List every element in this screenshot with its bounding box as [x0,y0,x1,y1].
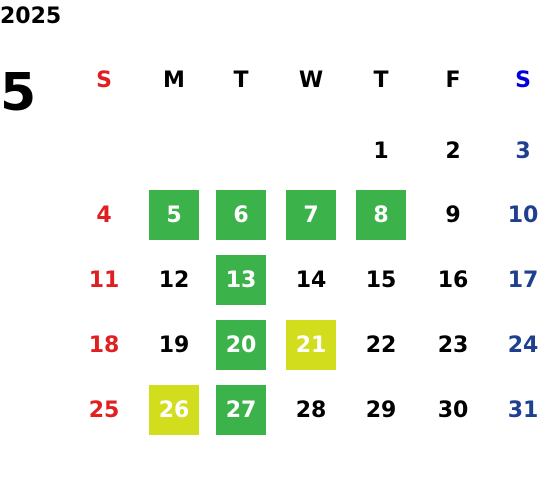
day-cell-6[interactable]: 6 [216,190,266,240]
day-cell-25[interactable]: 25 [88,397,120,423]
day-cell-29[interactable]: 29 [365,397,397,423]
year-label: 2025 [0,4,62,29]
weekday-header: S [515,67,531,93]
day-cell-19[interactable]: 19 [158,332,190,358]
day-cell-26[interactable]: 26 [149,385,199,435]
day-cell-4[interactable]: 4 [96,202,112,228]
day-cell-8[interactable]: 8 [356,190,406,240]
day-cell-12[interactable]: 12 [158,267,190,293]
month-number: 5 [0,63,37,123]
day-cell-22[interactable]: 22 [365,332,397,358]
day-cell-30[interactable]: 30 [437,397,469,423]
day-cell-23[interactable]: 23 [437,332,469,358]
day-cell-1[interactable]: 1 [373,138,389,164]
day-cell-3[interactable]: 3 [515,138,531,164]
day-cell-13[interactable]: 13 [216,255,266,305]
day-cell-27[interactable]: 27 [216,385,266,435]
day-cell-14[interactable]: 14 [295,267,327,293]
weekday-header: S [96,67,112,93]
day-cell-17[interactable]: 17 [507,267,539,293]
day-cell-9[interactable]: 9 [445,202,461,228]
day-cell-7[interactable]: 7 [286,190,336,240]
weekday-header: F [445,67,461,93]
day-cell-21[interactable]: 21 [286,320,336,370]
weekday-header: M [163,67,185,93]
day-cell-15[interactable]: 15 [365,267,397,293]
day-cell-2[interactable]: 2 [445,138,461,164]
weekday-header: T [373,67,389,93]
day-cell-5[interactable]: 5 [149,190,199,240]
weekday-header: W [298,67,324,93]
day-cell-10[interactable]: 10 [507,202,539,228]
day-cell-16[interactable]: 16 [437,267,469,293]
weekday-header: T [233,67,249,93]
day-cell-24[interactable]: 24 [507,332,539,358]
day-cell-18[interactable]: 18 [88,332,120,358]
day-cell-20[interactable]: 20 [216,320,266,370]
day-cell-28[interactable]: 28 [295,397,327,423]
day-cell-31[interactable]: 31 [507,397,539,423]
day-cell-11[interactable]: 11 [88,267,120,293]
